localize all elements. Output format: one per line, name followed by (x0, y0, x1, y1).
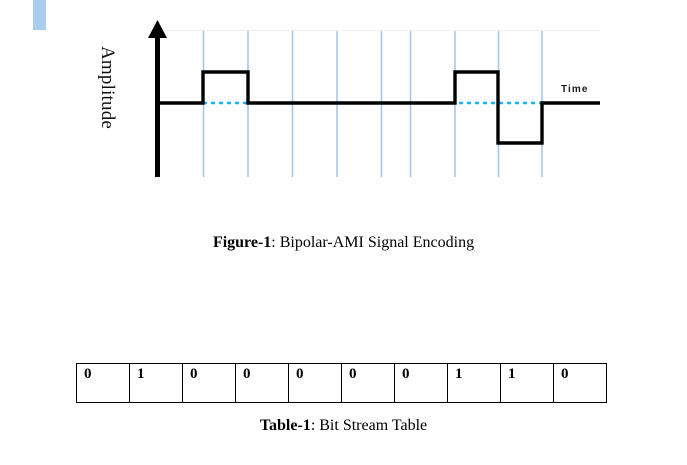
table-caption: Table-1: Bit Stream Table (0, 417, 687, 435)
bit-cell-9: 0 (553, 363, 607, 403)
bit-cell-8: 1 (500, 363, 554, 403)
signal-trace (157, 70, 600, 145)
table-caption-text: : Bit Stream Table (310, 417, 428, 434)
axis-arrow-icon (148, 20, 167, 38)
bit-cell-5: 0 (341, 363, 395, 403)
waveform-svg (148, 20, 600, 177)
bit-cell-4: 0 (288, 363, 342, 403)
y-axis-label: Amplitude (97, 46, 118, 130)
bit-cell-0: 0 (76, 363, 130, 403)
table-row: 0 1 0 0 0 0 0 1 1 0 (76, 363, 607, 403)
bit-stream-table: 0 1 0 0 0 0 0 1 1 0 (76, 363, 607, 403)
signal-chart: Amplitude Time (0, 0, 687, 215)
x-axis-label: Time (561, 84, 589, 95)
accent-bar (33, 0, 46, 30)
table-caption-lead: Table-1 (259, 417, 311, 434)
figure-caption-text: : Bipolar-AMI Signal Encoding (271, 234, 475, 251)
amplitude-axis (148, 20, 167, 177)
figure-caption-lead: Figure-1 (212, 234, 272, 251)
bit-cell-6: 0 (394, 363, 448, 403)
bit-cell-1: 1 (129, 363, 183, 403)
bit-cell-2: 0 (182, 363, 236, 403)
bit-cell-7: 1 (447, 363, 501, 403)
figure-caption: Figure-1: Bipolar-AMI Signal Encoding (0, 234, 687, 252)
bit-cell-3: 0 (235, 363, 289, 403)
